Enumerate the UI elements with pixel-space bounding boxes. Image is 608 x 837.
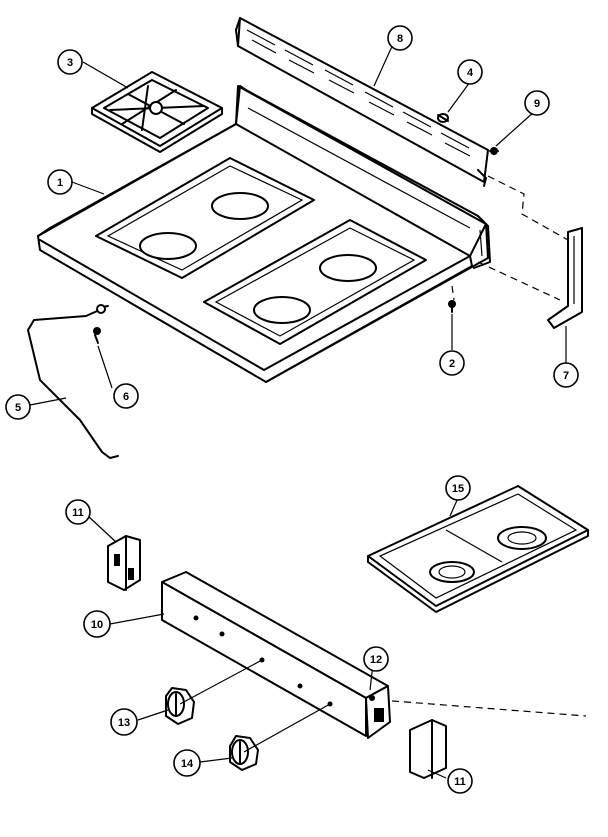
svg-text:2: 2 <box>449 358 455 370</box>
part-end-cap-lower <box>409 719 447 779</box>
svg-text:4: 4 <box>467 67 474 79</box>
callout-14: 14 <box>173 749 201 777</box>
svg-text:15: 15 <box>452 483 464 495</box>
svg-text:3: 3 <box>67 57 73 69</box>
part-screw-6 <box>93 327 101 344</box>
part-vent-trim <box>235 17 489 187</box>
svg-text:12: 12 <box>370 654 382 666</box>
svg-text:8: 8 <box>397 33 403 45</box>
svg-text:9: 9 <box>534 98 540 110</box>
svg-text:1: 1 <box>57 177 63 189</box>
part-end-cap-upper <box>107 535 141 591</box>
callout-11-upper: 11 <box>65 499 91 525</box>
part-cooktop <box>37 85 491 383</box>
callout-15: 15 <box>445 475 471 501</box>
svg-text:5: 5 <box>15 402 21 414</box>
callout-2: 2 <box>439 350 465 376</box>
callout-3: 3 <box>57 49 83 75</box>
callout-6: 6 <box>113 383 139 409</box>
callout-12: 12 <box>363 646 389 672</box>
part-burner-grate <box>91 71 223 153</box>
part-screw-9 <box>489 147 499 155</box>
part-clip <box>437 113 449 123</box>
callout-11-lower: 11 <box>447 768 473 794</box>
callout-4: 4 <box>457 59 483 85</box>
svg-text:11: 11 <box>72 507 84 519</box>
part-drip-pan <box>367 485 589 613</box>
svg-text:6: 6 <box>123 391 129 403</box>
callout-10: 10 <box>83 610 111 638</box>
svg-text:13: 13 <box>118 717 130 729</box>
svg-text:11: 11 <box>454 776 466 788</box>
callout-9: 9 <box>524 90 550 116</box>
part-igniter-lead <box>27 304 119 459</box>
part-knob-14 <box>229 735 259 771</box>
callout-5: 5 <box>5 394 31 420</box>
callout-8: 8 <box>387 25 413 51</box>
part-screw-2 <box>448 300 456 313</box>
svg-text:14: 14 <box>181 758 194 770</box>
part-manifold-panel <box>161 571 391 739</box>
leader-lines <box>29 41 567 779</box>
callout-1: 1 <box>47 169 73 195</box>
part-knob-13 <box>165 687 195 725</box>
svg-text:10: 10 <box>91 619 103 631</box>
callout-7: 7 <box>553 362 579 388</box>
part-side-bracket <box>547 227 583 329</box>
callout-13: 13 <box>110 708 138 736</box>
svg-text:7: 7 <box>563 370 569 382</box>
alignment-lines <box>379 175 587 717</box>
